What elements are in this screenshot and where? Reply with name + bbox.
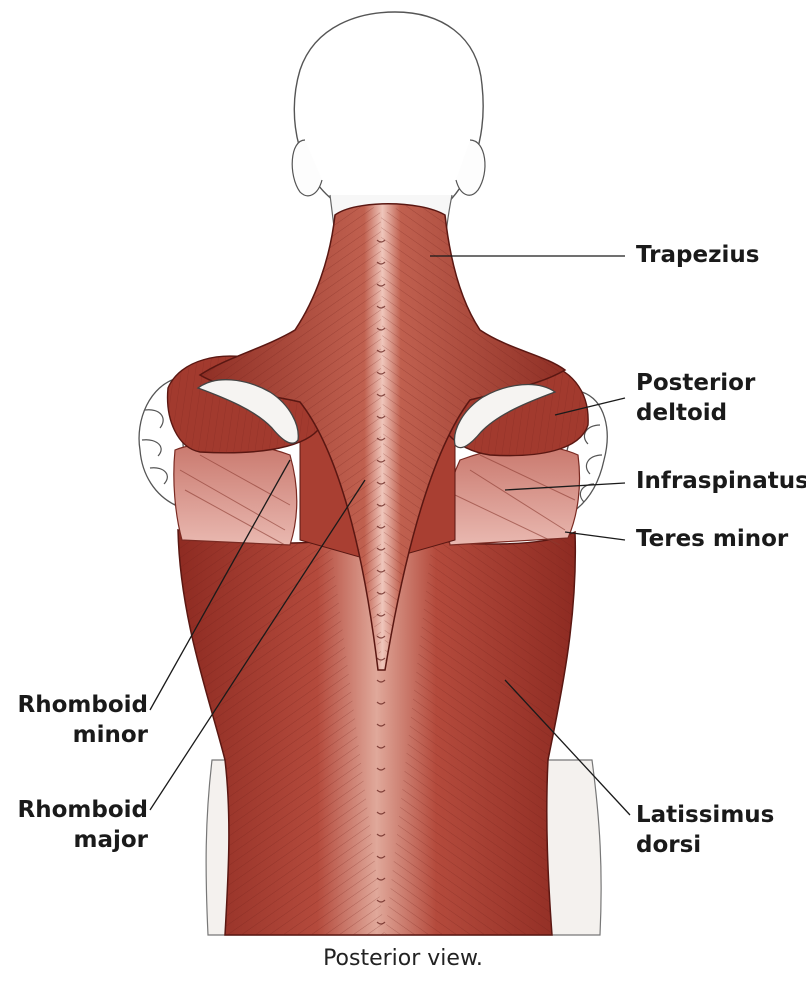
- label-rhomboid-major: Rhomboid major: [10, 795, 148, 855]
- label-infraspinatus: Infraspinatus: [636, 466, 806, 496]
- label-rhomboid-major-line2: major: [10, 825, 148, 855]
- label-teres-minor: Teres minor: [636, 524, 788, 554]
- label-latissimus-dorsi-line1: Latissimus: [636, 800, 774, 830]
- figure-caption: Posterior view.: [0, 946, 806, 971]
- label-posterior-deltoid-line2: deltoid: [636, 398, 755, 428]
- label-posterior-deltoid: Posterior deltoid: [636, 368, 755, 428]
- label-trapezius: Trapezius: [636, 240, 759, 270]
- label-rhomboid-minor-line2: minor: [10, 720, 148, 750]
- label-rhomboid-minor-line1: Rhomboid: [10, 690, 148, 720]
- label-rhomboid-major-line1: Rhomboid: [10, 795, 148, 825]
- label-latissimus-dorsi-line2: dorsi: [636, 830, 774, 860]
- label-posterior-deltoid-line1: Posterior: [636, 368, 755, 398]
- label-latissimus-dorsi: Latissimus dorsi: [636, 800, 774, 860]
- label-rhomboid-minor: Rhomboid minor: [10, 690, 148, 750]
